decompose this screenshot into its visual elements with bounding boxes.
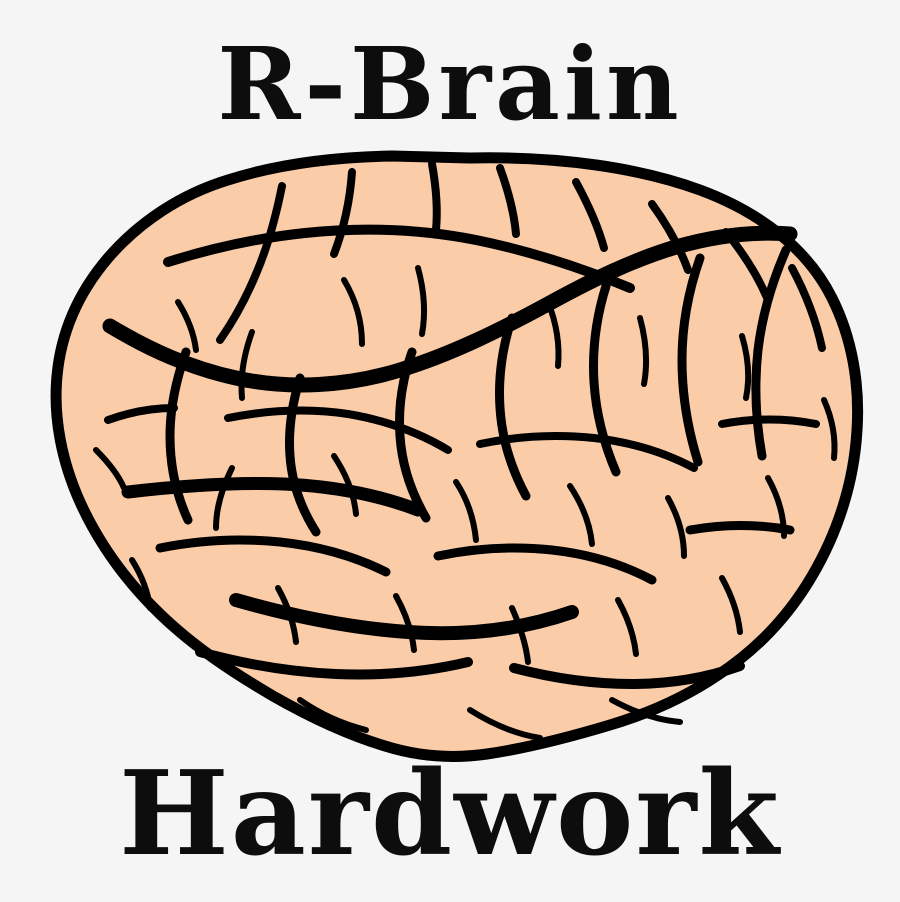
brain-sulci-fine: [93, 265, 838, 741]
brain-outline: [50, 150, 864, 762]
brain-sulci-major: [102, 224, 798, 641]
logo-title-top: R-Brain: [217, 25, 683, 143]
logo-title-bottom: Hardwork: [119, 746, 781, 882]
brain-sulci-medium: [104, 160, 826, 689]
